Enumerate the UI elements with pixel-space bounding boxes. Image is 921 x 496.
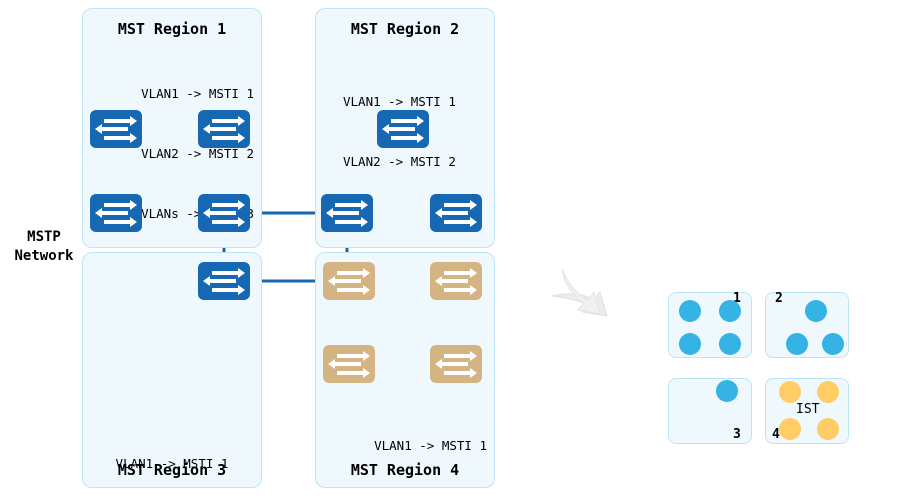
legend-panel-3[interactable] — [668, 378, 752, 444]
switch-r1-bottom-right[interactable] — [198, 194, 250, 232]
legend-panel-2-number: 2 — [775, 291, 783, 306]
legend-node-p3-single — [716, 380, 738, 402]
legend-node-p1-br — [719, 333, 741, 355]
ist-label: IST — [795, 402, 821, 417]
vlan-mapping-line: VLAN1 -> MSTI 1 — [374, 438, 487, 453]
region-2-title: MST Region 2 — [350, 20, 460, 38]
legend-node-p2-top — [805, 300, 827, 322]
region-4-title: MST Region 4 — [350, 461, 460, 479]
region-1-title: MST Region 1 — [117, 20, 227, 38]
vlan-mapping-line: VLAN1 -> MSTI 1 — [343, 94, 456, 109]
region-3-vlan-mappings: VLAN1 -> MSTI 1 — [82, 414, 262, 496]
switch-r4-bottom-right[interactable] — [430, 345, 482, 383]
switch-r1-top-left[interactable] — [90, 110, 142, 148]
switch-r4-bottom-left[interactable] — [323, 345, 375, 383]
region-1-vlan-mappings: VLAN1 -> MSTI 1 VLAN2 -> MSTI 2 Other VL… — [82, 44, 262, 264]
legend-node-p4-br — [817, 418, 839, 440]
switch-r2-bottom-left[interactable] — [321, 194, 373, 232]
legend-node-p1-bl — [679, 333, 701, 355]
legend-node-p4-tl — [779, 381, 801, 403]
switch-r4-top-right[interactable] — [430, 262, 482, 300]
switch-r2-bottom-right[interactable] — [430, 194, 482, 232]
switch-r2-top[interactable] — [377, 110, 429, 148]
legend-node-p4-bl — [779, 418, 801, 440]
switch-r4-top-left[interactable] — [323, 262, 375, 300]
legend-node-p4-tr — [817, 381, 839, 403]
vlan-mapping-line: VLAN1 -> MSTI 1 — [141, 86, 254, 101]
legend-panel-4-number: 4 — [772, 427, 780, 442]
vlan-mapping-line: VLAN2 -> MSTI 2 — [343, 154, 456, 169]
region-2-vlan-mappings: VLAN1 -> MSTI 1 VLAN2 -> MSTI 2 — [315, 52, 495, 212]
switch-r1-top-right[interactable] — [198, 110, 250, 148]
switch-r1-bottom-left[interactable] — [90, 194, 142, 232]
curved-down-right-arrow-icon — [551, 268, 608, 317]
legend-node-p1-tr — [719, 300, 741, 322]
legend-node-p1-tl — [679, 300, 701, 322]
legend-panel-3-number: 3 — [733, 427, 741, 442]
region-4-vlan-mappings: VLAN1 -> MSTI 1 VLAN2 -> MSTI 2 Other VL… — [315, 396, 495, 496]
legend-node-p2-br — [822, 333, 844, 355]
switch-r3-main[interactable] — [198, 262, 250, 300]
vlan-mapping-line: VLAN1 -> MSTI 1 — [115, 456, 229, 471]
vlan-mapping-line: VLAN2 -> MSTI 2 — [141, 146, 254, 161]
legend-panel-1-number: 1 — [733, 291, 741, 306]
mstp-network-label: MSTP Network — [14, 229, 74, 264]
legend-node-p2-bl — [786, 333, 808, 355]
region-3-title: MST Region 3 — [117, 461, 227, 479]
